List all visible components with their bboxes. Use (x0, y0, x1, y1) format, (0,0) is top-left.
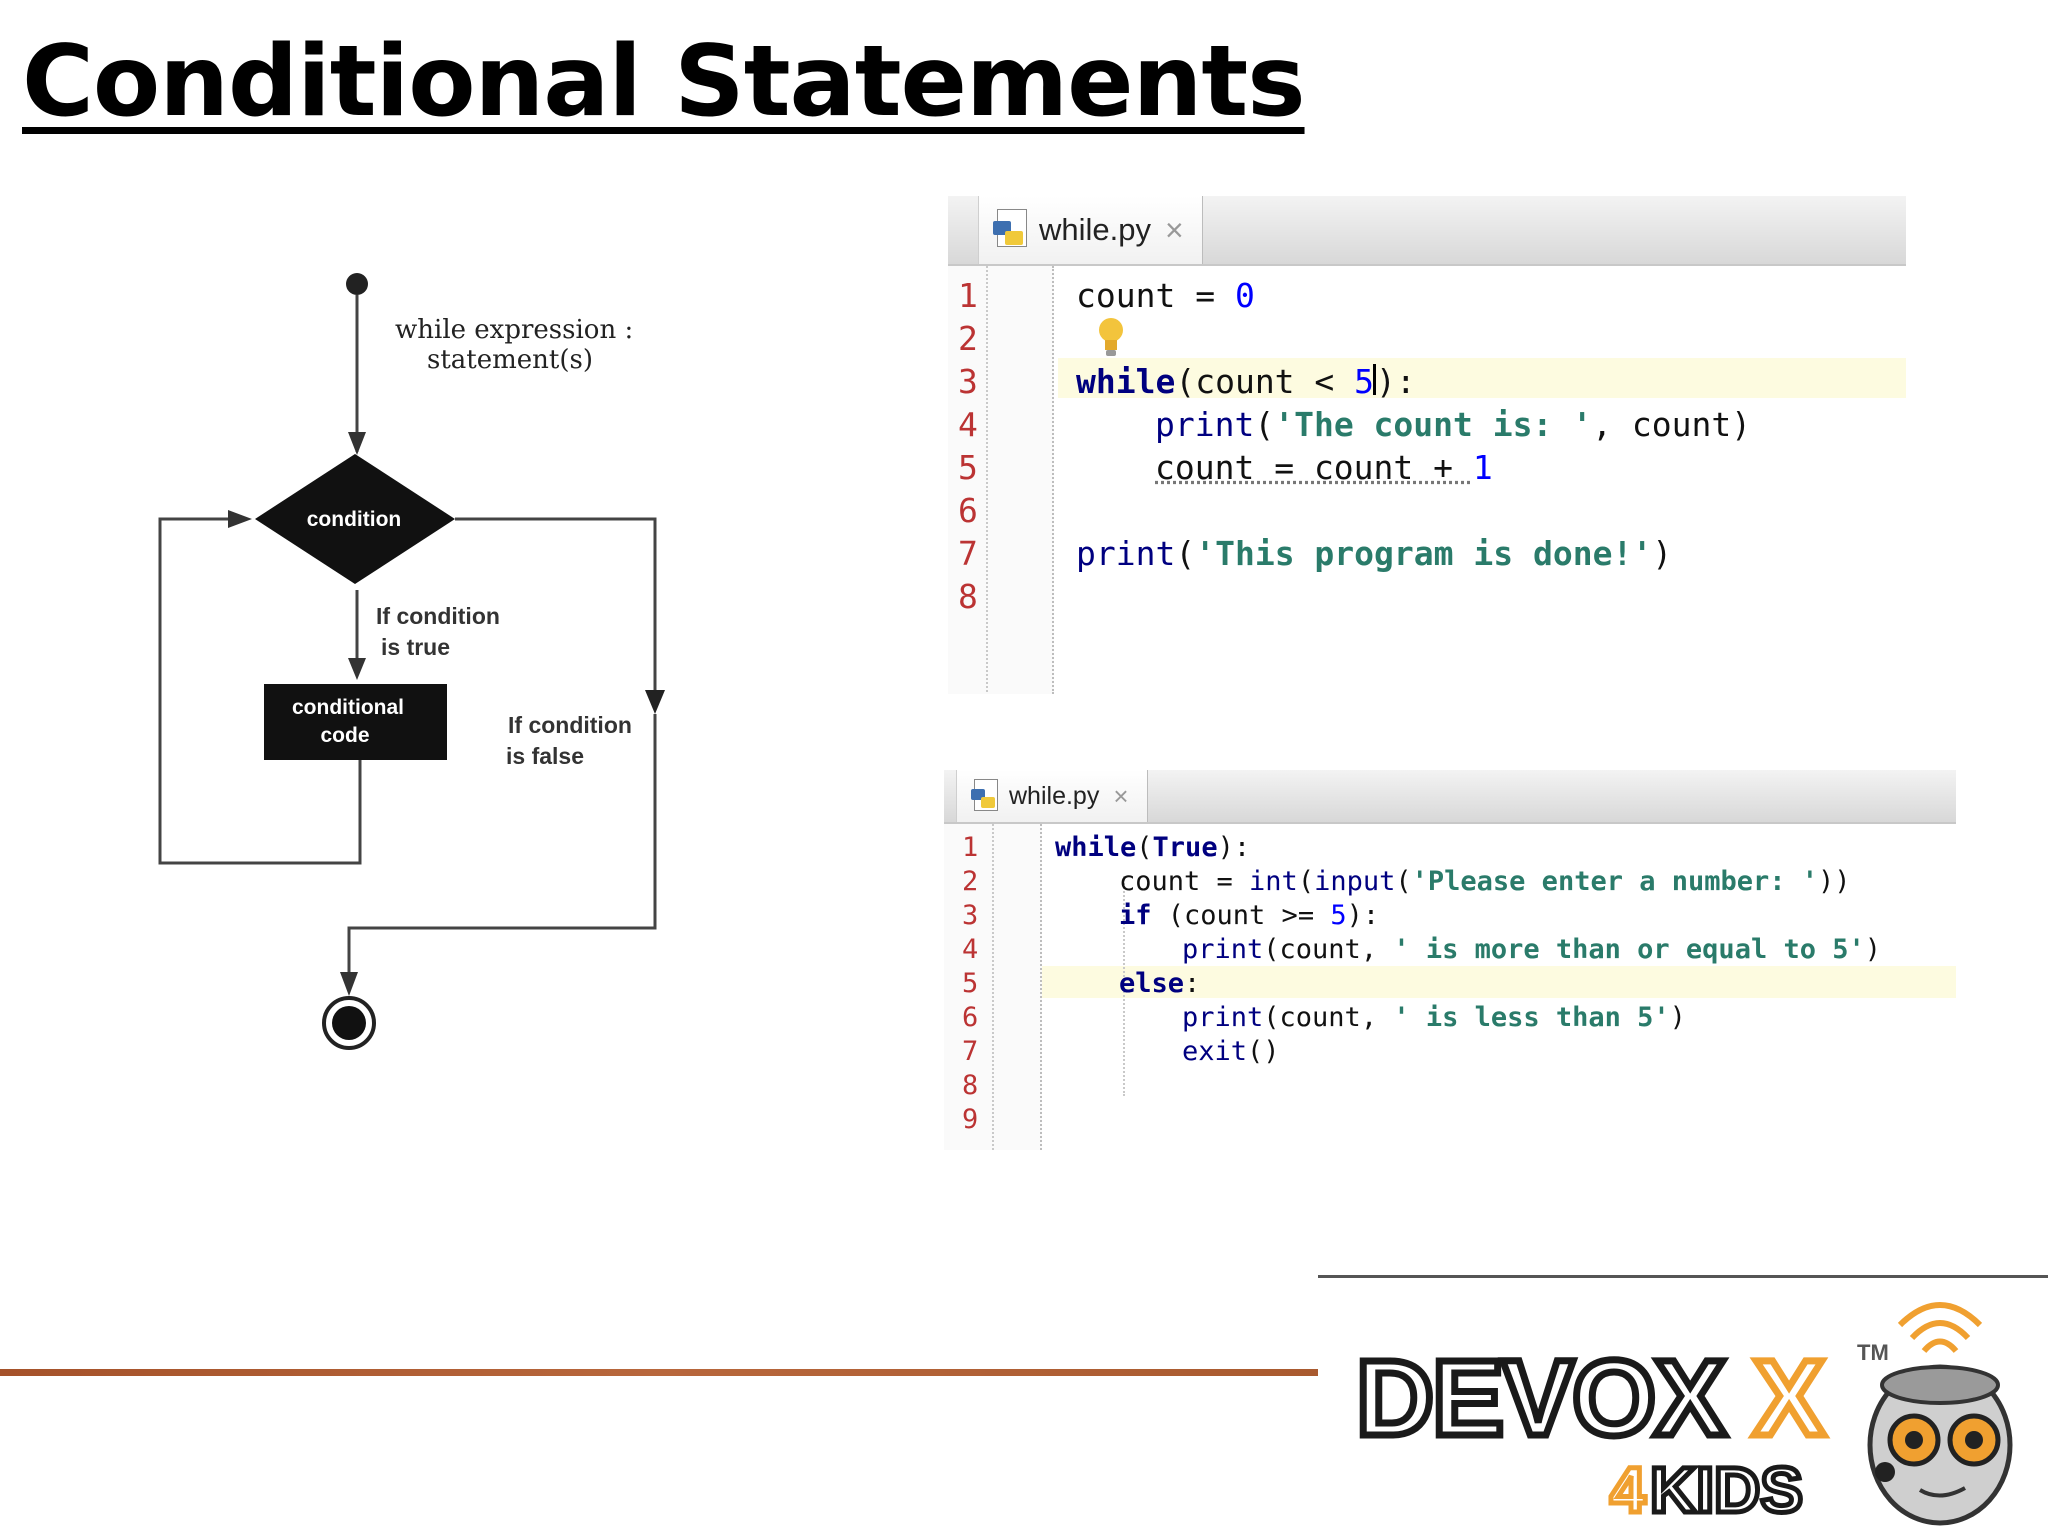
line-number: 4 (958, 405, 978, 444)
process-label-line2: code (320, 724, 369, 747)
line-number: 5 (962, 968, 979, 999)
code-line-5[interactable]: count = count + 1 (1155, 448, 1493, 487)
exit-line (347, 714, 657, 978)
code-line-2[interactable]: count = int(input('Please enter a number… (1119, 866, 1851, 897)
editor1-tab-label: while.py (1039, 212, 1151, 247)
exit-arrowhead (340, 972, 358, 996)
false-arrowhead (645, 690, 665, 714)
code-line-1[interactable]: while(True): (1055, 832, 1251, 863)
editor1-tab-bar: while.py × (948, 196, 1906, 266)
top-label-line1: while expression : (395, 315, 633, 345)
line-number: 6 (962, 1002, 979, 1033)
true-arrowhead (348, 658, 366, 680)
true-label-line2: is true (381, 634, 450, 660)
logo-sub-word: KIDS (1650, 1454, 1803, 1526)
line-number: 1 (962, 832, 979, 863)
process-label-line1: conditional (292, 696, 404, 719)
footer-accent-rule (0, 1369, 1318, 1376)
editor1-gutter: 1 2 3 4 5 6 7 8 (948, 266, 1054, 694)
logo-word-last: X (1753, 1337, 1825, 1458)
logo-sub-digit: 4 (1610, 1454, 1646, 1526)
line-number: 2 (958, 319, 978, 358)
logo-word: DEVOX (1356, 1337, 1726, 1458)
start-node (346, 273, 368, 295)
lightbulb-icon (1099, 318, 1123, 356)
loop-back-line (158, 517, 362, 865)
code-line-1[interactable]: count = 0 (1076, 276, 1255, 315)
python-file-icon (971, 779, 999, 813)
robot-mascot-icon (1867, 1302, 2013, 1526)
close-icon[interactable]: × (1113, 780, 1129, 811)
line-number: 3 (958, 362, 978, 401)
code-line-4[interactable]: print(count, ' is more than or equal to … (1182, 934, 1881, 965)
slide-title: Conditional Statements (22, 25, 1306, 139)
line-number: 5 (958, 448, 978, 487)
code-line-4[interactable]: print('The count is: ', count) (1155, 405, 1752, 444)
code-line-7[interactable]: exit() (1182, 1036, 1280, 1067)
decision-label: condition (307, 508, 401, 531)
current-line-highlight (1034, 966, 1956, 998)
while-loop-flowchart: while expression : statement(s) conditio… (158, 273, 665, 1050)
code-line-3[interactable]: while(count < 5): (1076, 362, 1416, 401)
current-line-highlight (1058, 358, 1906, 398)
false-branch-line (455, 517, 657, 696)
editor2-tab-bar: while.py × (944, 770, 1956, 824)
code-line-5[interactable]: else: (1119, 968, 1201, 999)
line-number: 3 (962, 900, 979, 931)
start-arrowhead (348, 432, 366, 455)
text-cursor (1373, 363, 1377, 395)
editor2-tab-while-py[interactable]: while.py × (956, 770, 1148, 822)
python-file-icon (993, 209, 1029, 251)
line-number: 4 (962, 934, 979, 965)
true-label-line1: If condition (376, 603, 500, 629)
editor1-tab-while-py[interactable]: while.py × (978, 196, 1203, 264)
process-box (264, 684, 447, 760)
line-number: 7 (958, 534, 978, 573)
editor2-gutter: 1 2 3 4 5 6 7 8 9 (944, 824, 1042, 1150)
decision-diamond (255, 454, 455, 584)
line-number: 8 (958, 577, 978, 616)
false-label-line2: is false (506, 743, 584, 769)
devoxx4kids-logo: DEVOX X TM 4 KIDS (1353, 1302, 2013, 1529)
code-editor-1: while.py × 1 2 3 4 5 6 7 8 count = 0 whi… (948, 196, 1906, 694)
false-label-line1: If condition (508, 712, 632, 738)
end-node-core (332, 1006, 366, 1040)
code-line-7[interactable]: print('This program is done!') (1076, 534, 1673, 573)
logo-divider (1318, 1275, 2048, 1278)
code-line-3[interactable]: if (count >= 5): (1119, 900, 1380, 931)
line-number: 2 (962, 866, 979, 897)
top-label-line2: statement(s) (427, 345, 593, 375)
loop-back-arrowhead (228, 510, 252, 528)
editor2-tab-label: while.py (1009, 781, 1100, 810)
code-editor-2: while.py × 1 2 3 4 5 6 7 8 9 while(True)… (944, 770, 1956, 1150)
line-number: 1 (958, 276, 978, 315)
line-number: 8 (962, 1070, 979, 1101)
close-icon[interactable]: × (1165, 211, 1184, 248)
logo-tm: TM (1857, 1340, 1889, 1365)
line-number: 7 (962, 1036, 979, 1067)
line-number: 9 (962, 1104, 979, 1135)
code-line-6[interactable]: print(count, ' is less than 5') (1182, 1002, 1686, 1033)
line-number: 6 (958, 491, 978, 530)
